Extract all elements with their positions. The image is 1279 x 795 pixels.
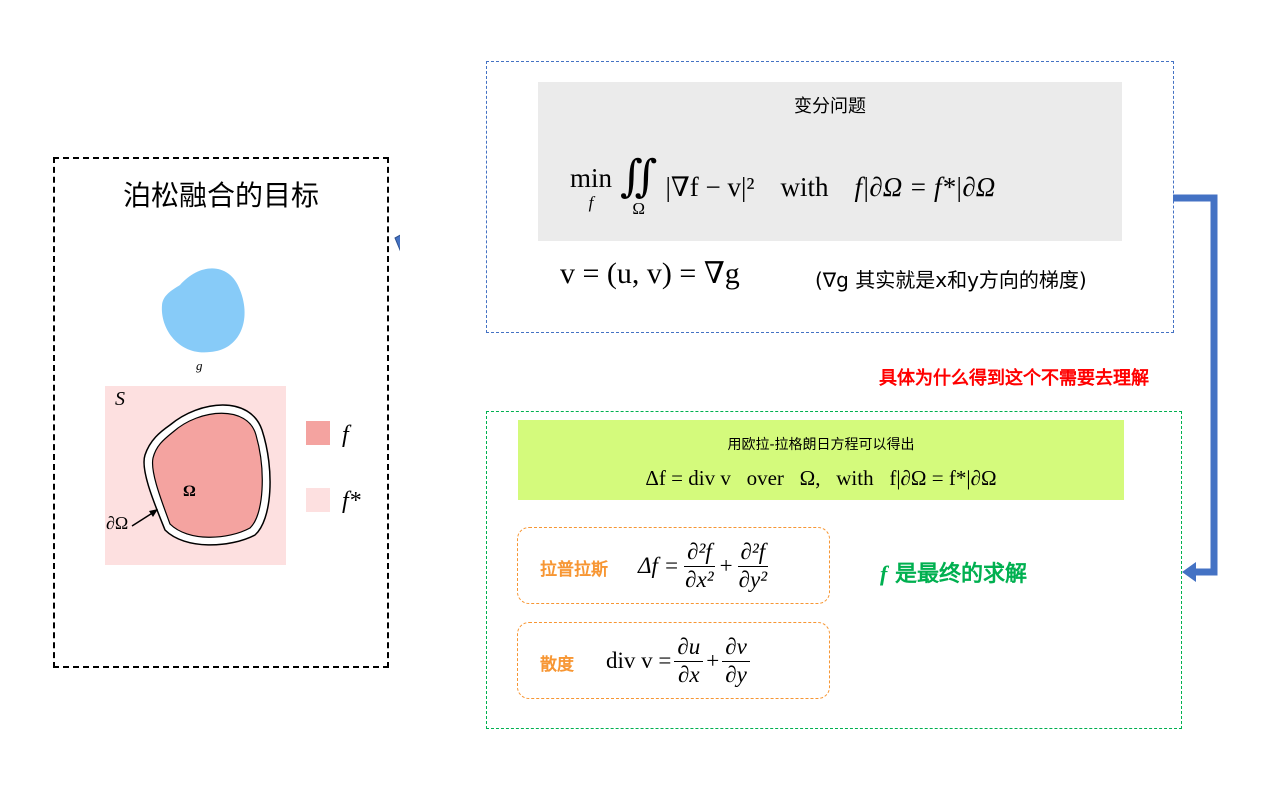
laplacian-lhs: Δf = [638, 553, 680, 578]
legend-label-f: f [342, 422, 349, 448]
v-definition: v = (u, v) = ∇g [560, 257, 740, 290]
legend-label-fstar: f* [342, 488, 361, 514]
result-f: f [880, 561, 888, 586]
frac-numerator: ∂v [722, 634, 750, 662]
omega-region [151, 412, 263, 538]
laplacian-label: 拉普拉斯 [540, 560, 608, 580]
variational-title: 变分问题 [794, 96, 866, 117]
left-panel [53, 157, 389, 668]
euler-lagrange-box [518, 420, 1124, 500]
plus-sign: + [706, 648, 720, 673]
legend-swatch-f [306, 421, 330, 445]
laplacian-formula: Δf = ∂²f∂x² + ∂²f∂y² [638, 535, 773, 597]
plus-sign: + [719, 553, 733, 578]
frac-denominator: ∂y² [738, 566, 768, 592]
frac-denominator: ∂x² [685, 566, 714, 592]
with-word: with [780, 171, 829, 202]
integrand: |∇f − v|² [665, 171, 755, 202]
integral-domain: Ω [632, 199, 646, 218]
boundary-arrow-head [149, 509, 158, 517]
min-operator: min [570, 163, 613, 193]
divergence-lhs: div v = [606, 648, 672, 673]
euler-lagrange-title: 用欧拉-拉格朗日方程可以得出 [727, 437, 915, 453]
omega-label: Ω [183, 483, 196, 500]
s-label: S [115, 388, 125, 410]
divergence-box [517, 622, 830, 699]
euler-lagrange-formula: Δf = div v over Ω, with f|∂Ω = f*|∂Ω [645, 466, 997, 490]
frac-denominator: ∂y [725, 661, 747, 687]
arrow-right-icon [394, 234, 400, 252]
source-blob-g [161, 268, 245, 353]
red-note: 具体为什么得到这个不需要去理解 [879, 368, 1149, 389]
frac-numerator: ∂²f [737, 539, 769, 567]
double-integral: ∬ [620, 152, 658, 201]
solution-panel [486, 411, 1182, 729]
divergence-label: 散度 [540, 655, 574, 675]
frac-numerator: ∂²f [684, 539, 715, 567]
boundary-arrow [131, 511, 155, 527]
divergence-formula: div v = ∂u∂x + ∂v∂y [606, 630, 753, 692]
result-text: 是最终的求解 [895, 562, 1028, 587]
result-note: f 是最终的求解 [880, 556, 1027, 588]
g-label: g [196, 358, 203, 373]
frac-denominator: ∂x [678, 661, 700, 687]
frac-numerator: ∂u [674, 634, 704, 662]
min-subscript: f [588, 193, 594, 212]
gradient-note: (∇g 其实就是x和y方向的梯度) [815, 268, 1087, 292]
elbow-arrow-icon [1173, 194, 1218, 582]
boundary-condition: f|∂Ω = f*|∂Ω [854, 171, 996, 202]
legend-swatch-fstar [306, 488, 330, 512]
illustration [105, 234, 400, 565]
variational-formula-box [538, 82, 1122, 241]
left-panel-title: 泊松融合的目标 [122, 179, 319, 212]
boundary-label: ∂Ω [106, 513, 129, 533]
laplacian-box [517, 527, 830, 604]
